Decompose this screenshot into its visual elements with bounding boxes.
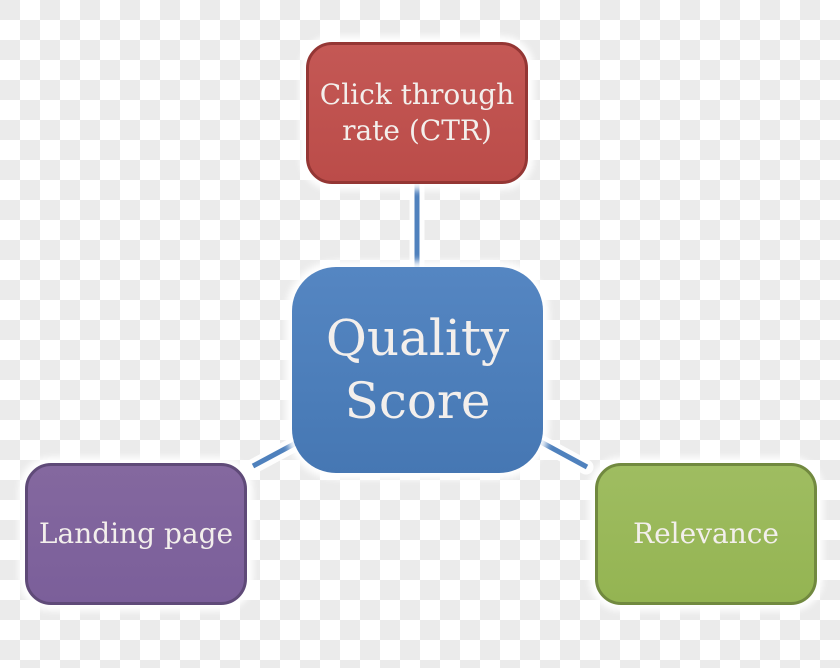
node-relevance-label: Relevance — [633, 517, 779, 550]
node-relevance: Relevance — [595, 463, 817, 605]
node-landing-page-label: Landing page — [38, 517, 234, 550]
node-quality-score-label: Quality Score — [325, 309, 510, 430]
node-landing-page: Landing page — [25, 463, 247, 605]
connector-quality-to-relevance — [537, 438, 589, 470]
node-quality-score: Quality Score — [292, 267, 543, 473]
node-click-through-rate-label: Click through rate (CTR) — [319, 78, 515, 147]
node-click-through-rate: Click through rate (CTR) — [306, 42, 528, 184]
connector-quality-to-landing — [251, 440, 298, 469]
